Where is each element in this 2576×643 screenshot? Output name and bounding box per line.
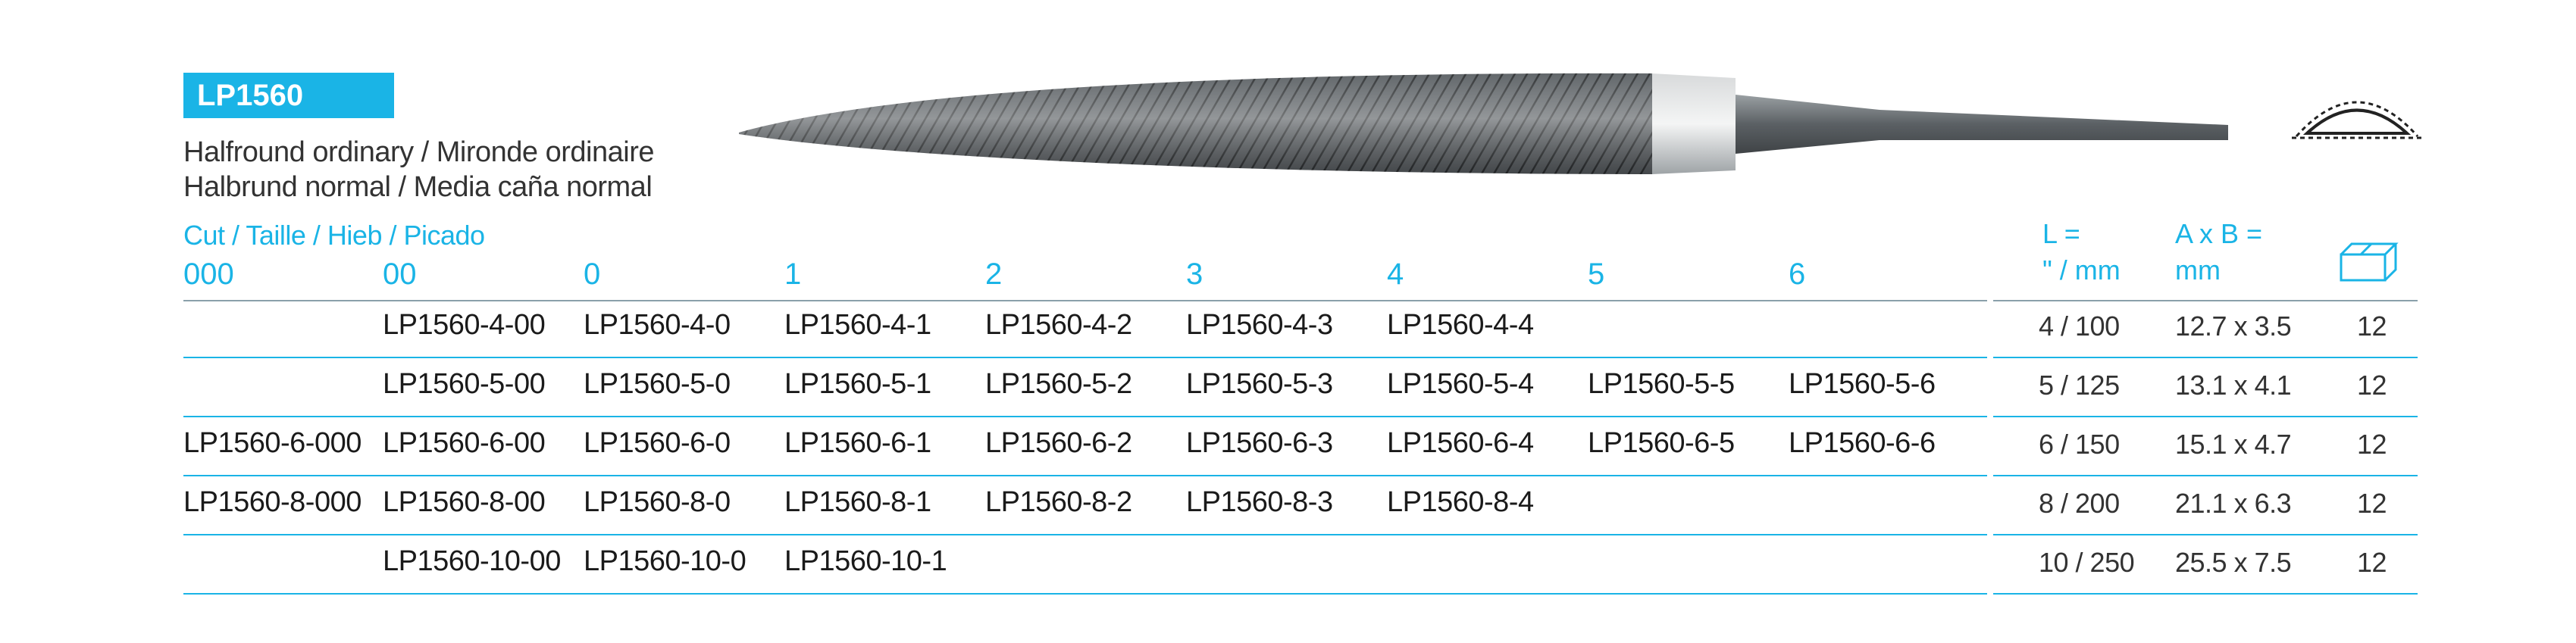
table-header-divider xyxy=(183,300,1987,301)
spec-row-divider xyxy=(1993,475,2418,476)
spec-size: 21.1 x 6.3 xyxy=(2175,488,2292,519)
cut-header-6: 6 xyxy=(1789,258,1806,291)
product-description-en-fr: Halfround ordinary / Mironde ordinaire xyxy=(183,136,655,168)
table-cell[interactable]: LP1560-6-0 xyxy=(584,427,731,459)
table-cell[interactable]: LP1560-5-6 xyxy=(1789,368,1936,400)
table-row-divider xyxy=(183,475,1987,476)
table-cell[interactable]: LP1560-8-00 xyxy=(383,486,546,518)
table-cell[interactable]: LP1560-8-0 xyxy=(584,486,731,518)
cut-header-00: 00 xyxy=(383,258,417,291)
table-row-divider xyxy=(183,416,1987,417)
table-cell[interactable]: LP1560-6-3 xyxy=(1186,427,1333,459)
table-cell[interactable]: LP1560-10-00 xyxy=(383,545,561,577)
spec-row-divider xyxy=(1993,534,2418,535)
length-header-line2: " / mm xyxy=(2042,254,2121,286)
table-cell[interactable]: LP1560-4-0 xyxy=(584,309,731,341)
spec-pack-qty: 12 xyxy=(2357,547,2387,578)
table-cell[interactable]: LP1560-5-2 xyxy=(985,368,1132,400)
halfround-file-icon xyxy=(739,73,2228,174)
cut-title: Cut / Taille / Hieb / Picado xyxy=(183,220,485,251)
spec-header-divider xyxy=(1993,300,2418,301)
spec-pack-qty: 12 xyxy=(2357,429,2387,460)
table-cell[interactable]: LP1560-6-6 xyxy=(1789,427,1936,459)
table-cell[interactable]: LP1560-5-1 xyxy=(784,368,931,400)
spec-pack-qty: 12 xyxy=(2357,311,2387,342)
spec-length: 10 / 250 xyxy=(2039,547,2135,578)
table-row-divider xyxy=(183,534,1987,535)
table-cell[interactable]: LP1560-6-5 xyxy=(1588,427,1735,459)
table-cell[interactable]: LP1560-4-3 xyxy=(1186,309,1333,341)
table-row-divider xyxy=(183,357,1987,358)
table-cell[interactable]: LP1560-6-2 xyxy=(985,427,1132,459)
table-row-divider xyxy=(183,593,1987,595)
spec-row-divider xyxy=(1993,357,2418,358)
table-cell[interactable]: LP1560-5-5 xyxy=(1588,368,1735,400)
size-header-line2: mm xyxy=(2175,254,2221,286)
cut-header-000: 000 xyxy=(183,258,234,291)
table-cell[interactable]: LP1560-6-000 xyxy=(183,427,362,459)
cut-header-5: 5 xyxy=(1588,258,1605,291)
table-cell[interactable]: LP1560-4-00 xyxy=(383,309,546,341)
table-cell[interactable]: LP1560-8-4 xyxy=(1387,486,1534,518)
spec-pack-qty: 12 xyxy=(2357,488,2387,519)
spec-size: 13.1 x 4.1 xyxy=(2175,370,2292,401)
table-cell[interactable]: LP1560-5-4 xyxy=(1387,368,1534,400)
spec-size: 12.7 x 3.5 xyxy=(2175,311,2292,342)
spec-size: 15.1 x 4.7 xyxy=(2175,429,2292,460)
spec-pack-qty: 12 xyxy=(2357,370,2387,401)
table-cell[interactable]: LP1560-6-4 xyxy=(1387,427,1534,459)
product-code-badge: LP1560 xyxy=(183,73,394,118)
spec-length: 8 / 200 xyxy=(2039,488,2120,519)
cut-header-1: 1 xyxy=(784,258,802,291)
cut-header-2: 2 xyxy=(985,258,1003,291)
table-cell[interactable]: LP1560-8-2 xyxy=(985,486,1132,518)
halfround-cross-section-icon xyxy=(2292,101,2422,139)
product-description-de-es: Halbrund normal / Media caña normal xyxy=(183,171,653,203)
length-header-line1: L = xyxy=(2042,218,2080,249)
table-cell[interactable]: LP1560-4-4 xyxy=(1387,309,1534,341)
table-cell[interactable]: LP1560-4-2 xyxy=(985,309,1132,341)
cut-header-4: 4 xyxy=(1387,258,1404,291)
table-cell[interactable]: LP1560-8-000 xyxy=(183,486,362,518)
table-cell[interactable]: LP1560-6-1 xyxy=(784,427,931,459)
package-box-icon xyxy=(2340,242,2399,282)
table-cell[interactable]: LP1560-5-00 xyxy=(383,368,546,400)
table-cell[interactable]: LP1560-6-00 xyxy=(383,427,546,459)
table-cell[interactable]: LP1560-5-3 xyxy=(1186,368,1333,400)
spec-length: 5 / 125 xyxy=(2039,370,2120,401)
spec-row-divider xyxy=(1993,593,2418,595)
spec-size: 25.5 x 7.5 xyxy=(2175,547,2292,578)
table-cell[interactable]: LP1560-10-1 xyxy=(784,545,947,577)
spec-row-divider xyxy=(1993,416,2418,417)
spec-length: 4 / 100 xyxy=(2039,311,2120,342)
table-cell[interactable]: LP1560-8-3 xyxy=(1186,486,1333,518)
table-cell[interactable]: LP1560-5-0 xyxy=(584,368,731,400)
cut-header-3: 3 xyxy=(1186,258,1203,291)
size-header-line1: A x B = xyxy=(2175,218,2263,249)
table-cell[interactable]: LP1560-8-1 xyxy=(784,486,931,518)
cut-header-0: 0 xyxy=(584,258,601,291)
table-cell[interactable]: LP1560-10-0 xyxy=(584,545,747,577)
spec-length: 6 / 150 xyxy=(2039,429,2120,460)
table-cell[interactable]: LP1560-4-1 xyxy=(784,309,931,341)
